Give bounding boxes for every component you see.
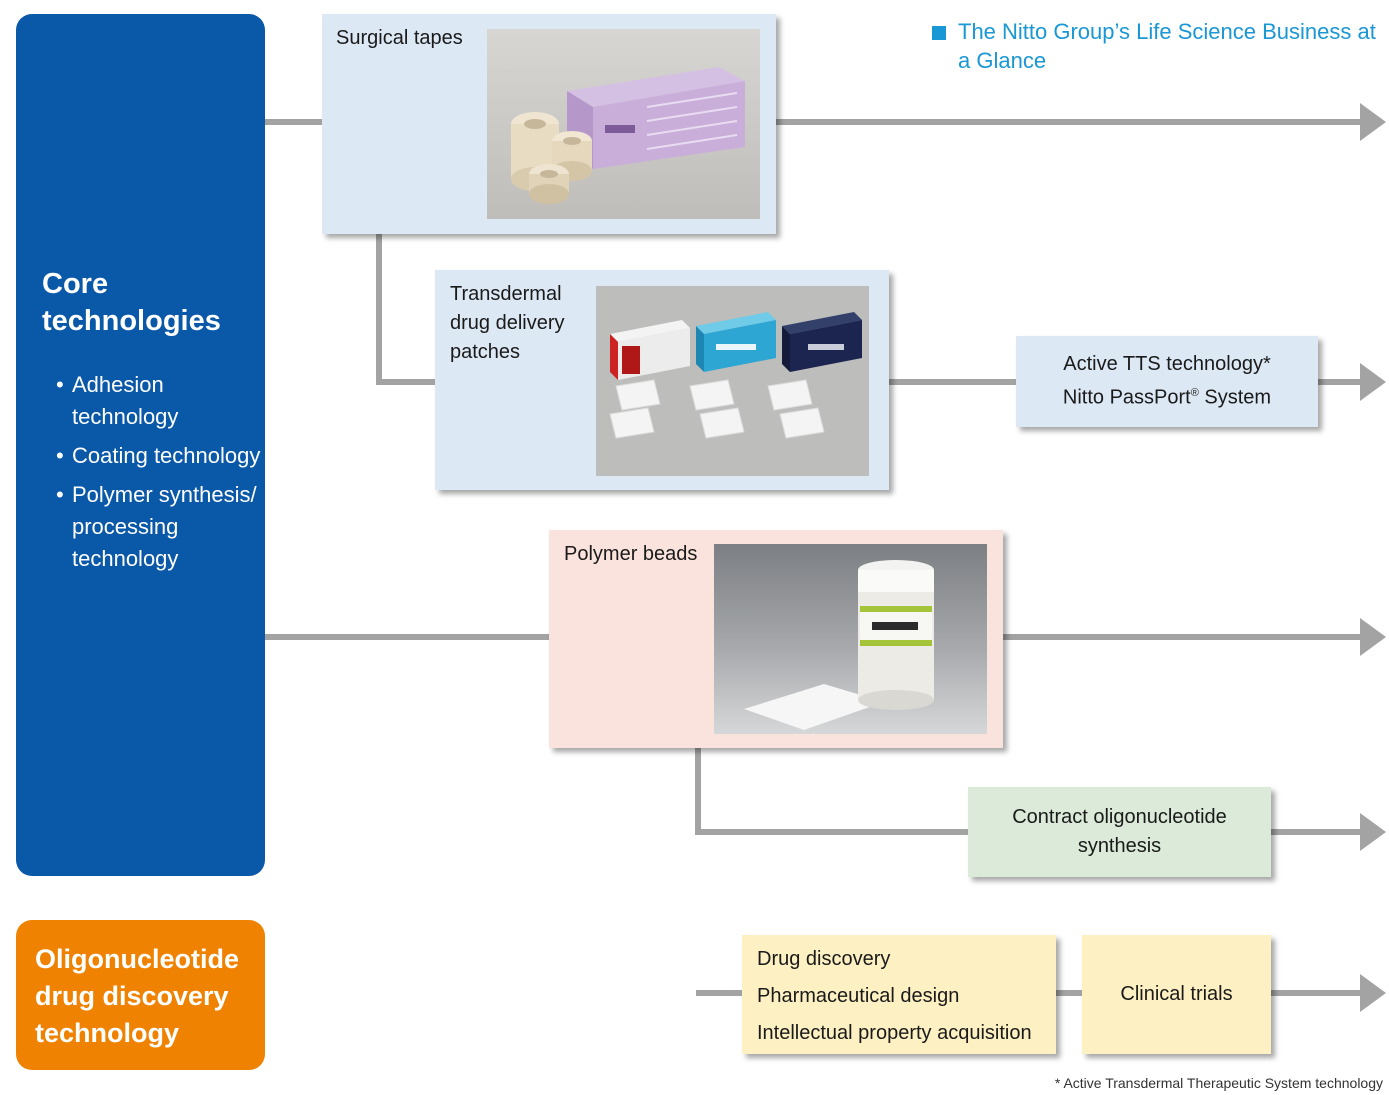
drug-discovery-list: Drug discovery Pharmaceutical design Int…	[757, 941, 1032, 1052]
arrow-right-icon	[1360, 618, 1386, 656]
glance-link-text[interactable]: The Nitto Group’s Life Science Business …	[958, 19, 1376, 73]
system-text: System	[1198, 386, 1272, 409]
arrow-right-icon	[1360, 103, 1386, 141]
core-item-coating: • Coating technology	[56, 440, 261, 472]
oligo-technology-panel: Oligonucleotide drug discovery technolog…	[16, 920, 265, 1070]
connector-tapes-to-transdermal	[376, 234, 435, 385]
arrow-right-icon	[1360, 363, 1386, 401]
footnote: * Active Transdermal Therapeutic System …	[1054, 1075, 1383, 1091]
contract-oligo-synthesis-box: Contract oligonucleotide synthesis	[968, 787, 1271, 877]
active-tts-box: Active TTS technology* Nitto PassPort® S…	[1016, 336, 1318, 427]
contract-oligo-synthesis-label: Contract oligonucleotide synthesis	[1012, 806, 1227, 857]
active-tts-line2: Nitto PassPort® System	[1063, 379, 1271, 413]
arrow-right-icon	[1360, 813, 1386, 851]
active-tts-line1: Active TTS technology*	[1063, 353, 1271, 376]
transdermal-patches-box: Transdermal drug delivery patches	[435, 270, 889, 490]
bullet-icon: •	[56, 372, 64, 397]
drug-discovery-item: Drug discovery	[757, 948, 891, 970]
polymer-beads-box: Polymer beads	[549, 530, 1003, 748]
oligo-technology-title: Oligonucleotide drug discovery technolog…	[35, 944, 240, 1048]
surgical-tapes-box: Surgical tapes	[322, 14, 776, 234]
core-technologies-list: • Adhesion technology • Coating technolo…	[56, 369, 261, 582]
core-technologies-title: Core technologies	[42, 268, 221, 337]
core-item-polymer: • Polymer synthesis/ processing technolo…	[56, 479, 261, 575]
core-item-label: Polymer synthesis/ processing technology	[72, 482, 257, 571]
clinical-trials-label: Clinical trials	[1120, 983, 1233, 1005]
transdermal-patches-photo	[596, 286, 869, 476]
arrow-right-icon	[1360, 974, 1386, 1012]
polymer-beads-photo	[714, 544, 987, 734]
surgical-tapes-photo	[487, 29, 760, 219]
ip-acquisition-item: Intellectual property acquisition	[757, 1022, 1032, 1044]
square-bullet-icon	[932, 26, 946, 40]
drug-discovery-box	[742, 935, 1056, 1054]
clinical-trials-box: Clinical trials	[1082, 935, 1271, 1054]
passport-text: Nitto PassPort	[1062, 386, 1191, 409]
surgical-tapes-label: Surgical tapes	[336, 27, 463, 49]
registered-mark: ®	[1190, 387, 1199, 400]
polymer-beads-label: Polymer beads	[564, 543, 698, 565]
connector-beads-to-contract	[695, 748, 968, 835]
core-item-label: Adhesion technology	[72, 372, 179, 429]
transdermal-patches-label: Transdermal drug delivery patches	[450, 283, 565, 363]
active-tts-label: Active TTS technology* Nitto PassPort® S…	[1063, 350, 1271, 413]
pharmaceutical-design-item: Pharmaceutical design	[757, 985, 960, 1007]
bullet-icon: •	[56, 482, 64, 507]
bullet-icon: •	[56, 443, 64, 468]
core-technologies-panel: Core technologies • Adhesion technology …	[16, 14, 265, 876]
core-item-label: Coating technology	[72, 443, 261, 468]
core-item-adhesion: • Adhesion technology	[56, 369, 261, 433]
